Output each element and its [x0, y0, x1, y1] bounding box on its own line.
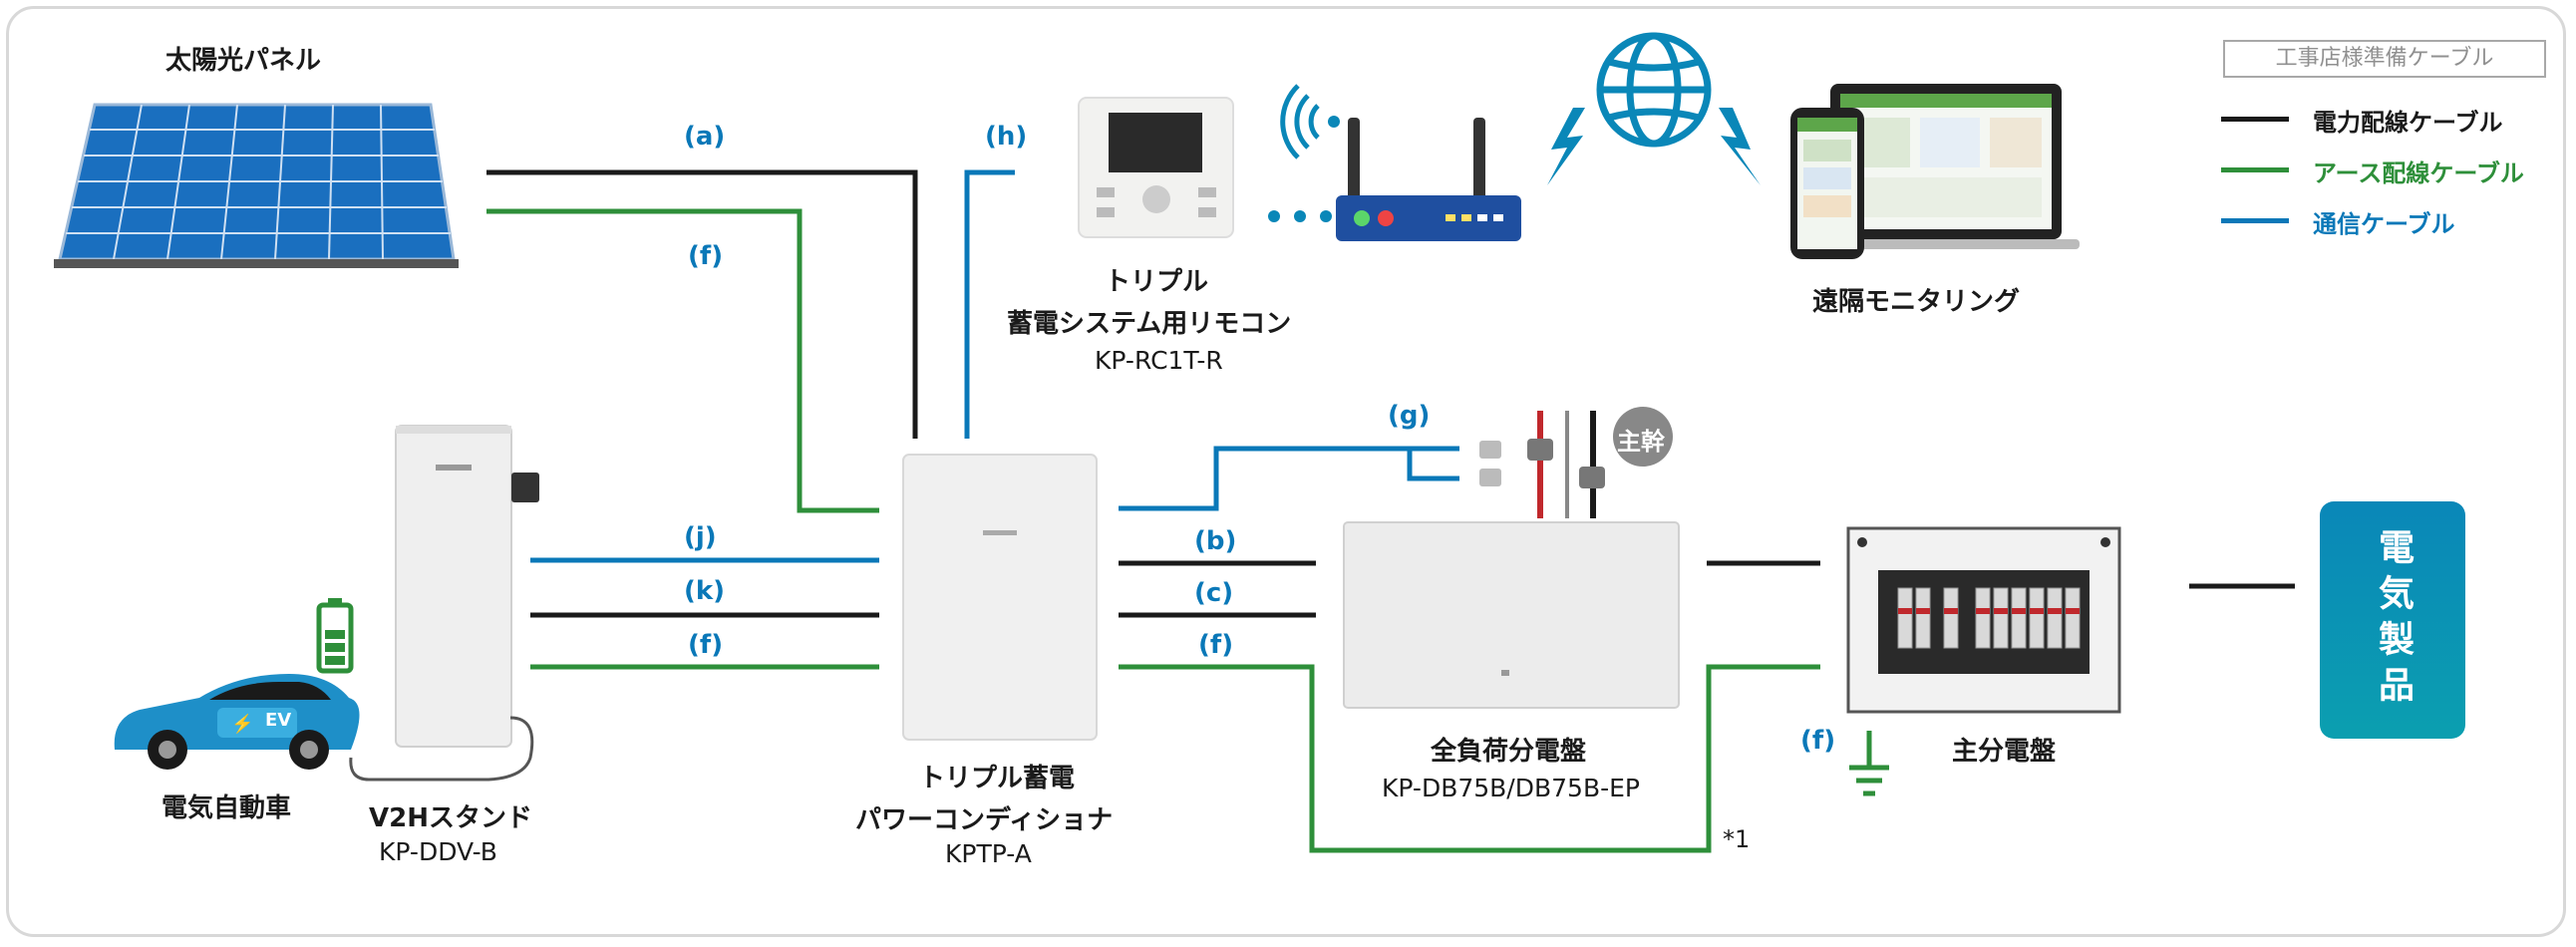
internet-globe-icon — [1596, 32, 1712, 148]
v2h-title: V2Hスタンド — [369, 803, 532, 833]
tag-c: (c) — [1194, 578, 1234, 608]
legend-header: 工事店様準備ケーブル — [2223, 40, 2546, 78]
diagram-frame — [6, 6, 2566, 937]
remote-controller-illustration — [1078, 97, 1234, 238]
tag-k: (k) — [684, 576, 726, 606]
legend-comm-swatch — [2221, 218, 2289, 223]
distribution-board-illustration — [1343, 411, 1680, 709]
pcs-model: KPTP-A — [945, 839, 1032, 868]
cable-g-comm-branch — [1407, 449, 1459, 481]
appliances-box: 電気製品 — [2320, 501, 2465, 739]
distribution-board-title: 全負荷分電盤 — [1431, 737, 1587, 767]
cable-a-power — [486, 169, 918, 439]
monitoring-title: 遠隔モニタリング — [1812, 287, 2021, 317]
footnote-marker: *1 — [1723, 825, 1751, 853]
pcs-title-line2: パワーコンディショナ — [855, 805, 1114, 835]
tag-f-ground: (f) — [1800, 726, 1836, 756]
remote-title-line1: トリプル — [1105, 267, 1209, 297]
main-trunk-badge — [1613, 407, 1673, 467]
solar-panel-title: 太陽光パネル — [165, 46, 322, 76]
ground-symbol-icon — [1849, 731, 1889, 796]
distribution-board-model: KP-DB75B/DB75B-EP — [1382, 774, 1640, 802]
cable-g-comm — [1119, 446, 1459, 511]
main-board-title: 主分電盤 — [1952, 737, 2057, 767]
legend-power-swatch — [2221, 117, 2289, 122]
legend-power-label: 電力配線ケーブル — [2313, 109, 2503, 137]
v2h-model: KP-DDV-B — [379, 837, 497, 866]
ev-badge: EV — [265, 710, 292, 731]
tag-j: (j) — [684, 522, 717, 552]
tag-f-v2h: (f) — [688, 630, 724, 660]
pcs-title-line1: トリプル蓄電 — [919, 764, 1076, 793]
battery-icon — [316, 598, 354, 674]
legend-earth-label: アース配線ケーブル — [2313, 159, 2524, 187]
solar-panel-illustration — [54, 103, 459, 268]
legend-comm-label: 通信ケーブル — [2313, 210, 2455, 238]
tag-h: (h) — [985, 122, 1028, 152]
cable-f-earth-solar — [486, 208, 879, 513]
tag-g: (g) — [1388, 401, 1431, 431]
cable-h-comm — [964, 169, 1015, 439]
tag-a: (a) — [684, 122, 726, 152]
tag-b: (b) — [1194, 526, 1237, 556]
v2h-stand-illustration — [349, 425, 539, 782]
pcs-illustration — [902, 454, 1098, 741]
svg-text:⚡: ⚡ — [231, 713, 253, 735]
tag-f-pcs: (f) — [1198, 630, 1234, 660]
ev-title: 電気自動車 — [161, 793, 292, 823]
remote-title-line2: 蓄電システム用リモコン — [1007, 309, 1292, 339]
lightning-icon — [1547, 108, 1761, 185]
ev-car-illustration: ⚡ — [114, 674, 360, 770]
router-illustration — [1336, 118, 1521, 241]
main-board-illustration — [1846, 526, 2121, 714]
legend-earth-swatch — [2221, 167, 2289, 172]
tag-f-solar: (f) — [688, 241, 724, 271]
wifi-signal-icon — [1280, 84, 1340, 159]
monitoring-devices-illustration — [1790, 84, 2080, 259]
connection-dots — [1268, 210, 1332, 222]
remote-model: KP-RC1T-R — [1095, 346, 1223, 375]
main-trunk-label: 主幹 — [1617, 428, 1665, 456]
cable-f-earth-pcs — [1119, 664, 1820, 853]
